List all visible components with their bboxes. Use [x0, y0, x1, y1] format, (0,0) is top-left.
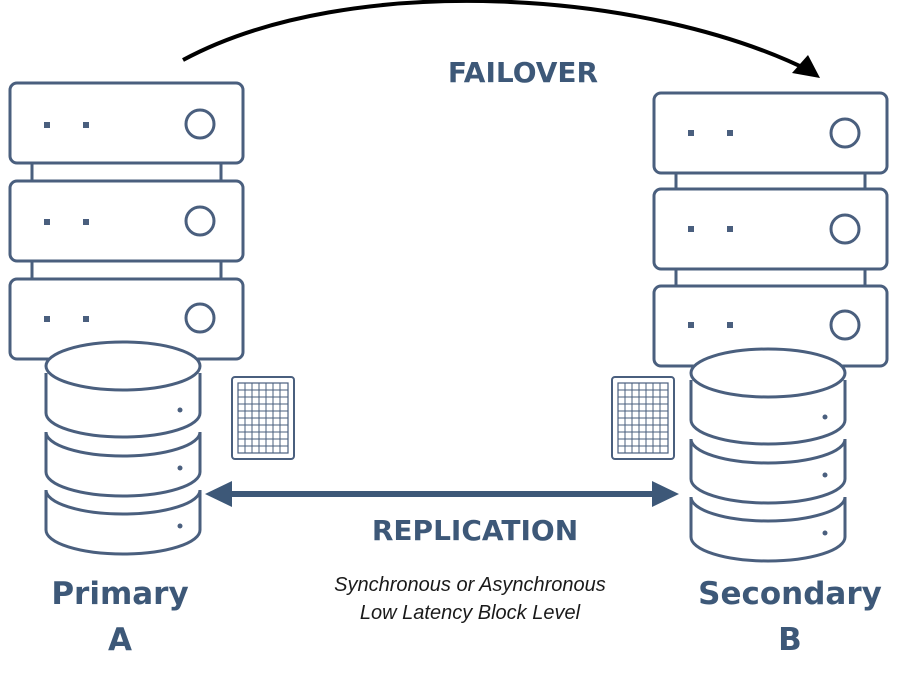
- primary-server-rack: [8, 81, 245, 361]
- primary-database-icon: [44, 340, 202, 556]
- failover-arrow: [182, 0, 820, 78]
- secondary-database-icon: [689, 347, 847, 563]
- primary-block-grid-icon: [231, 376, 295, 460]
- replication-arrow: [205, 481, 679, 507]
- replication-caption: Synchronous or Asynchronous Low Latency …: [295, 571, 645, 627]
- primary-name-label: Primary: [51, 576, 189, 612]
- secondary-server-rack: [652, 91, 889, 368]
- primary-id-label: A: [108, 622, 132, 658]
- replication-label: REPLICATION: [371, 514, 579, 547]
- failover-label: FAILOVER: [447, 56, 599, 89]
- secondary-block-grid-icon: [611, 376, 675, 460]
- secondary-name-label: Secondary: [698, 576, 882, 612]
- replication-caption-line2: Low Latency Block Level: [359, 602, 581, 624]
- replication-caption-line1: Synchronous or Asynchronous: [334, 574, 606, 596]
- secondary-id-label: B: [778, 622, 802, 658]
